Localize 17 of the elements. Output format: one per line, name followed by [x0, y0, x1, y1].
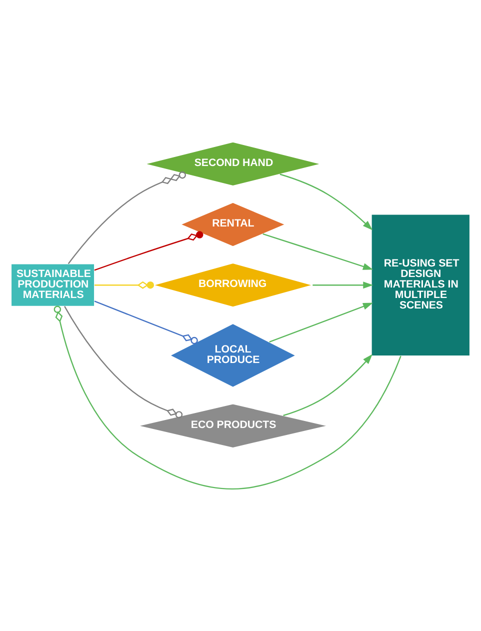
- node-box: SUSTAINABLE PRODUCTION MATERIALS: [10, 264, 95, 307]
- connector: [64, 306, 183, 418]
- arrow: [269, 302, 374, 343]
- connector: [94, 231, 204, 271]
- connector: [54, 306, 402, 490]
- arrow: [280, 174, 373, 230]
- node-diamond: RENTAL: [180, 202, 286, 247]
- node-diamond: ECO PRODUCTS: [138, 404, 328, 448]
- node-diamond: BORROWING: [152, 262, 314, 308]
- connector: [94, 300, 198, 344]
- node-diamond: LOCAL PRODUCE: [169, 323, 297, 388]
- connector: [68, 174, 181, 264]
- arrow: [283, 354, 372, 416]
- arrow: [262, 233, 373, 270]
- connector: [94, 281, 154, 289]
- arrow: [312, 282, 374, 289]
- node-box: RE-USING SET DESIGN MATERIALS IN MULTIPLE SCENES: [371, 214, 470, 356]
